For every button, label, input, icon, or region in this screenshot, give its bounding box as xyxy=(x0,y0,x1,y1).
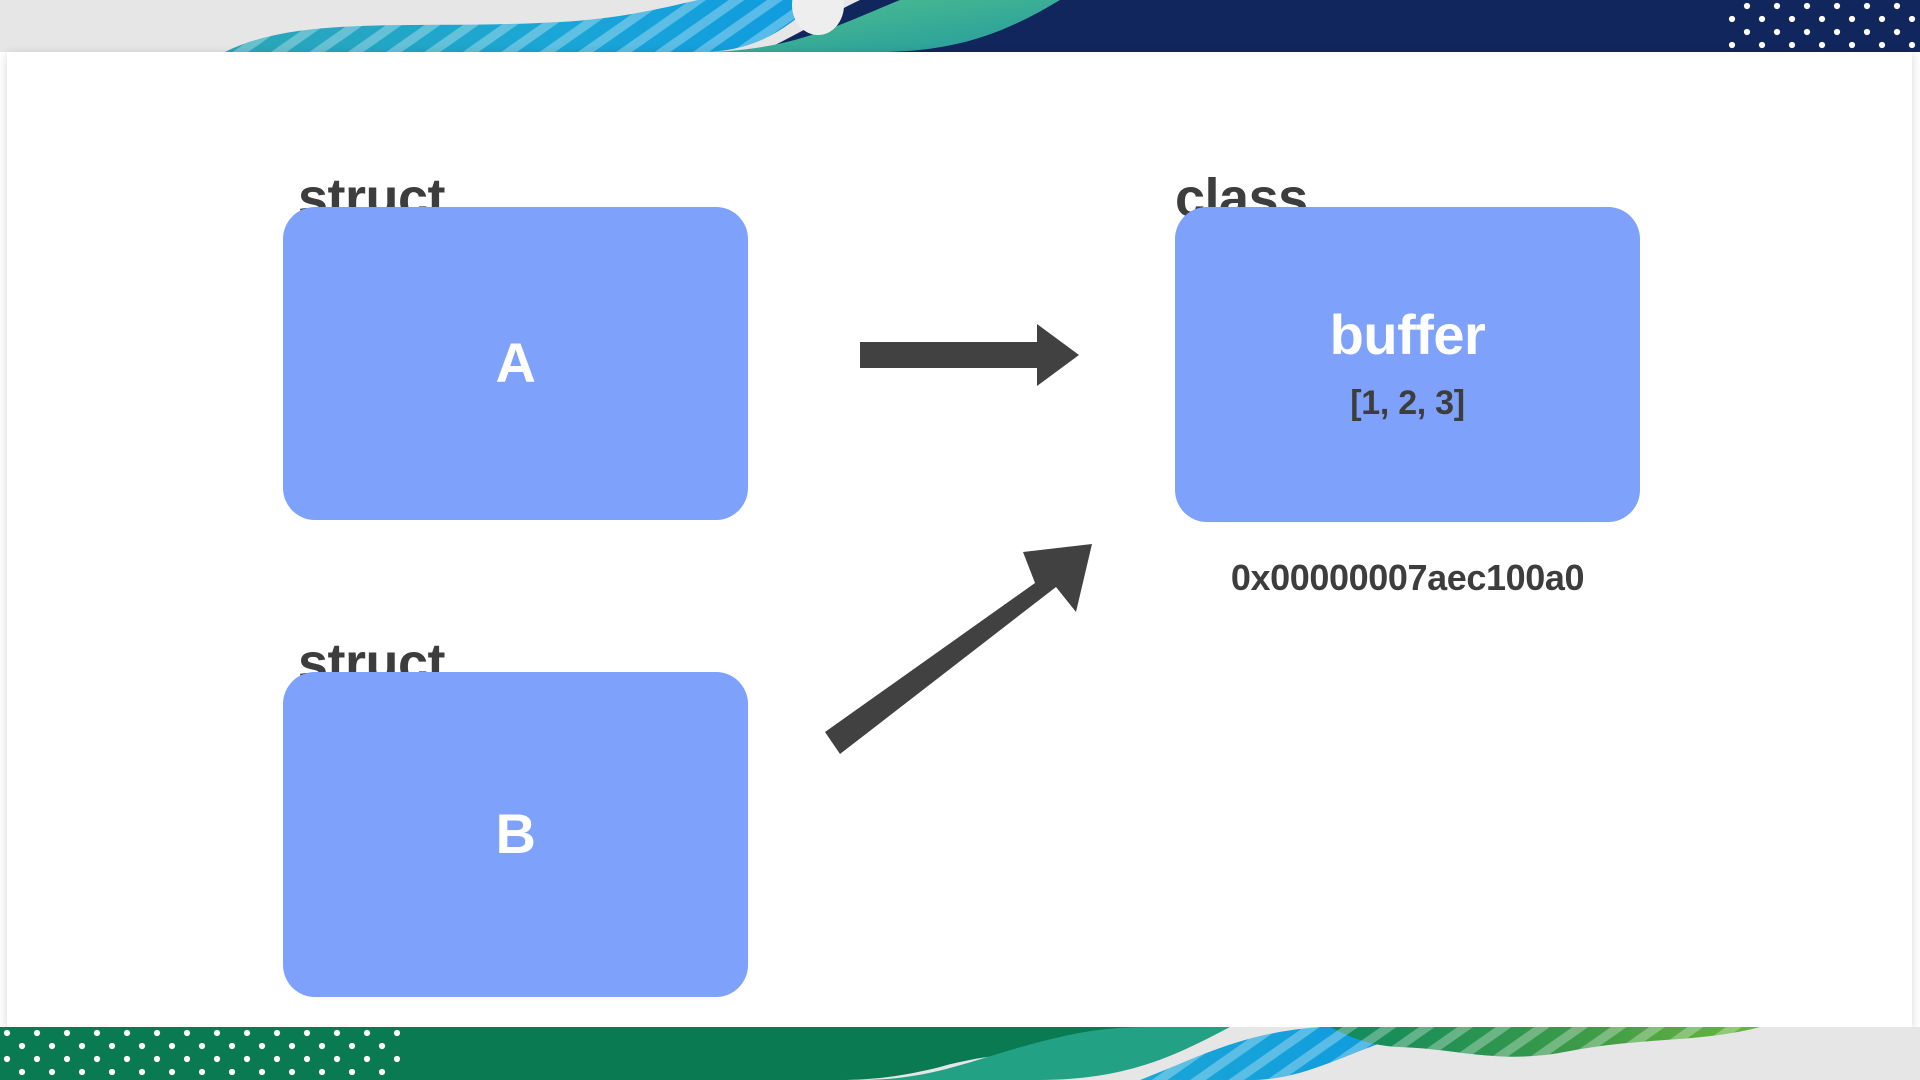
arrow-a-to-buffer-icon xyxy=(860,324,1079,386)
node-box-class-buffer[interactable]: buffer [1, 2, 3] xyxy=(1175,207,1640,522)
arrow-b-to-buffer-icon xyxy=(825,544,1092,754)
node-subtitle-buffer-contents: [1, 2, 3] xyxy=(1350,384,1465,423)
top-decoration-band xyxy=(0,0,1920,52)
top-decoration-graphic xyxy=(0,0,1920,52)
node-title-struct-a: A xyxy=(495,331,536,395)
bottom-decoration-graphic xyxy=(0,1027,1920,1080)
slide-content-panel: struct A struct B class buffer [1, 2, 3] xyxy=(7,52,1912,1027)
node-box-struct-a[interactable]: A xyxy=(283,207,748,520)
memory-diagram: struct A struct B class buffer [1, 2, 3] xyxy=(7,52,1912,1027)
node-title-struct-b: B xyxy=(495,802,536,866)
node-title-class-buffer: buffer xyxy=(1329,302,1486,366)
node-box-struct-b[interactable]: B xyxy=(283,672,748,997)
node-address-class-buffer: 0x00000007aec100a0 xyxy=(1230,557,1585,598)
bottom-decoration-band xyxy=(0,1027,1920,1080)
